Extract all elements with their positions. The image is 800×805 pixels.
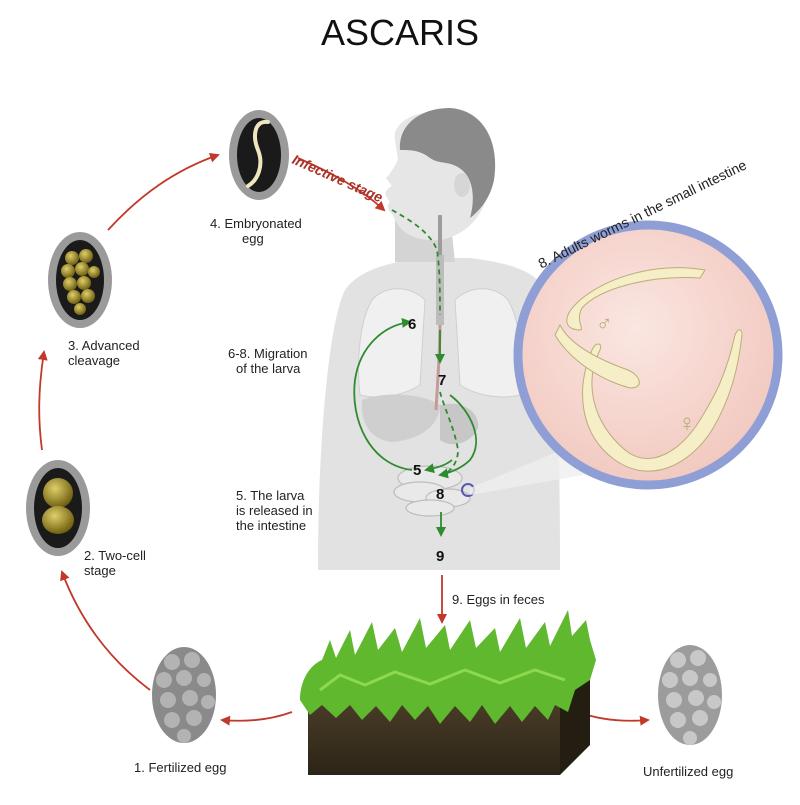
step-6-number: 6: [408, 316, 417, 333]
arrow-4-to-mouth: [297, 157, 386, 212]
unfertilized-egg-icon: [658, 645, 722, 745]
fertilized-egg-icon: [152, 647, 216, 743]
unfertilized-egg-label: Unfertilized egg: [643, 764, 734, 779]
arrow-2-to-3: [37, 350, 48, 451]
embryonated-egg-icon: [229, 110, 289, 200]
stage-4-label: 4. Embryonated egg: [210, 216, 302, 246]
step-7-number: 7: [438, 372, 447, 389]
dashed-7-to-8: [439, 391, 459, 477]
human-hair: [399, 108, 496, 218]
arrow-to-5: [424, 459, 453, 474]
two-cell-egg-icon: [26, 460, 90, 556]
stage-1-label: 1. Fertilized egg: [134, 760, 227, 775]
step-9-number: 9: [436, 548, 445, 565]
male-worm: [566, 267, 706, 331]
stage-5-label: 5. The larva is released in the intestin…: [236, 488, 313, 533]
migration-label: 6-8. Migration of the larva: [228, 346, 308, 376]
grass-top: [300, 610, 596, 724]
human-stomach: [440, 403, 479, 445]
arrow-1-to-2: [60, 570, 151, 691]
dashed-swallow-path: [391, 209, 441, 316]
arrow-5-to-6-loop: [353, 317, 413, 471]
migration-arrows: [353, 209, 477, 537]
arrow-soil-to-1: [220, 711, 293, 726]
arrow-3-to-4: [107, 152, 220, 231]
male-symbol: ♂: [596, 311, 613, 336]
step-5-number: 5: [413, 462, 422, 479]
small-intestine-magnified: [513, 220, 783, 490]
soil-block: [300, 610, 596, 775]
stage-3-label: 3. Advanced cleavage: [68, 338, 140, 368]
diagram-title: ASCARIS: [320, 12, 480, 53]
advanced-cleavage-egg-icon: [48, 232, 112, 328]
stage-2-label: 2. Two-cell stage: [84, 548, 146, 578]
arrow-7-loop: [438, 394, 477, 479]
human-liver: [361, 394, 440, 442]
female-symbol: ♀: [678, 410, 696, 437]
stage-9-label: 9. Eggs in feces: [452, 592, 545, 607]
step-8-number: 8: [436, 486, 445, 503]
